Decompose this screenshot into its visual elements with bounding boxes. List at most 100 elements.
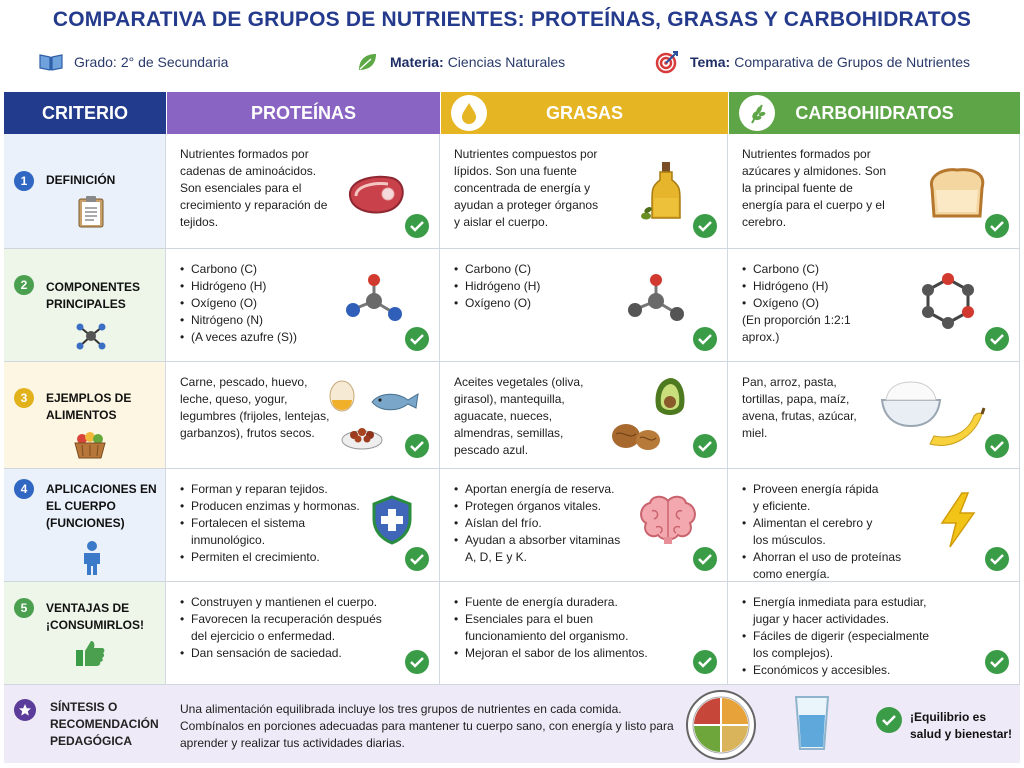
header-criterio-label: CRITERIO (41, 102, 128, 123)
cell-text: Nutrientes formados por azúcares y almid… (742, 147, 887, 229)
sintesis-label: SÍNTESIS O RECOMENDACIÓN PEDAGÓGICA (50, 700, 159, 748)
grado-label: Grado: (74, 54, 117, 70)
row-number: 1 (14, 171, 34, 191)
list-item: Nitrógeno (N) (180, 312, 350, 329)
list-item: Carbono (C) (180, 261, 350, 278)
proteinas-aplicaciones: Forman y reparan tejidos. Producen enzim… (166, 469, 440, 581)
row-definicion: 1 DEFINICIÓN Nutrientes formados por cade… (4, 134, 1020, 249)
grado-value: 2° de Secundaria (120, 54, 229, 70)
check-icon (405, 434, 429, 458)
check-icon (693, 547, 717, 571)
balanced-plate-icon (684, 689, 758, 766)
carbohidratos-ventajas: Energía inmediata para estudiar, jugar y… (728, 582, 1020, 684)
check-icon (693, 214, 717, 238)
componentes-list: Carbono (C) Hidrógeno (H) Oxígeno (O) (454, 261, 624, 312)
list-item: Económicos y accesibles. (742, 662, 942, 679)
brain-icon (636, 493, 700, 550)
wheat-icon (739, 95, 775, 131)
list-item: Protegen órganos vitales. (454, 498, 634, 515)
list-item: Esenciales para el buen funcionamiento d… (454, 611, 639, 645)
proteinas-ejemplos: Carne, pescado, huevo, leche, queso, yog… (166, 362, 440, 468)
cell-text: Pan, arroz, pasta, tortillas, papa, maíz… (742, 375, 857, 440)
row-number: 2 (14, 275, 34, 295)
list-item: Ahorran el uso de proteínas como energía… (742, 549, 902, 583)
ventajas-list: Construyen y mantienen el cuerpo. Favore… (180, 594, 400, 662)
proteinas-ventajas: Construyen y mantienen el cuerpo. Favore… (166, 582, 440, 684)
check-icon (693, 434, 717, 458)
oil-drop-icon (451, 95, 487, 131)
carbohidratos-ejemplos: Pan, arroz, pasta, tortillas, papa, maíz… (728, 362, 1020, 468)
tema-label: Tema: (690, 54, 731, 70)
criterio-label: COMPONENTES PRINCIPALES (46, 280, 141, 311)
food-basket-icon (72, 430, 159, 465)
check-icon (693, 650, 717, 674)
check-icon (405, 547, 429, 571)
criterio-label: APLICACIONES EN EL CUERPO (FUNCIONES) (46, 482, 157, 530)
list-item: Mejoran el sabor de los alimentos. (454, 645, 654, 662)
list-item: Dan sensación de saciedad. (180, 645, 400, 662)
shield-icon (370, 495, 414, 550)
header-grasas-label: GRASAS (545, 102, 623, 123)
cell-text: Nutrientes formados por cadenas de amino… (180, 147, 328, 229)
list-item: Energía inmediata para estudiar, jugar y… (742, 594, 942, 628)
list-item: Permiten el crecimiento. (180, 549, 370, 566)
list-item: Proveen energía rápida y eficiente. (742, 481, 882, 515)
grasas-aplicaciones: Aportan energía de reserva. Protegen órg… (440, 469, 728, 581)
proteinas-definicion: Nutrientes formados por cadenas de amino… (166, 134, 440, 248)
list-item: Forman y reparan tejidos. (180, 481, 370, 498)
carbohidratos-componentes: Carbono (C) Hidrógeno (H) Oxígeno (O) (E… (728, 249, 1020, 361)
grasas-ejemplos: Aceites vegetales (oliva, girasol), mant… (440, 362, 728, 468)
list-item: Alimentan el cerebro y los músculos. (742, 515, 882, 549)
proteinas-componentes: Carbono (C) Hidrógeno (H) Oxígeno (O) Ni… (166, 249, 440, 361)
materia-value: Ciencias Naturales (447, 54, 566, 70)
criterio-label: DEFINICIÓN (46, 173, 116, 187)
list-item: Aíslan del frío. (454, 515, 634, 532)
check-icon (405, 214, 429, 238)
list-item: (A veces azufre (S)) (180, 329, 350, 346)
sintesis-text: Una alimentación equilibrada incluye los… (180, 702, 674, 750)
bread-icon (924, 164, 990, 225)
tema-value: Comparativa de Grupos de Nutrientes (734, 54, 970, 70)
list-item: Carbono (C) (742, 261, 912, 278)
grasas-definicion: Nutrientes compuestos por lípidos. Son u… (440, 134, 728, 248)
criterio-definicion: 1 DEFINICIÓN (4, 134, 166, 248)
comparison-table: CRITERIO PROTEÍNAS GRASAS CARBOHIDRATOS … (4, 92, 1020, 764)
cell-text: Nutrientes compuestos por lípidos. Son u… (454, 147, 599, 229)
star-icon (14, 699, 36, 721)
tema-info: Tema: Comparativa de Grupos de Nutriente… (654, 50, 970, 74)
foods-protein-icon (328, 374, 424, 457)
check-icon (985, 547, 1009, 571)
list-item: Producen enzimas y hormonas. (180, 498, 370, 515)
molecule-icon (74, 321, 159, 356)
amino-molecule-icon (344, 271, 406, 336)
list-item: Hidrógeno (H) (180, 278, 350, 295)
header-proteinas: PROTEÍNAS (166, 92, 440, 134)
list-item: Hidrógeno (H) (454, 278, 624, 295)
list-item: Hidrógeno (H) (742, 278, 912, 295)
glucose-ring-icon (916, 269, 980, 338)
check-icon (876, 707, 902, 733)
balance-badge-text: ¡Equilibrio es salud y bienestar! (910, 710, 1013, 741)
check-icon (985, 434, 1009, 458)
row-number: 5 (14, 598, 34, 618)
list-item: Construyen y mantienen el cuerpo. (180, 594, 400, 611)
page-title: COMPARATIVA DE GRUPOS DE NUTRIENTES: PRO… (52, 8, 972, 31)
list-item: Fortalecen el sistema inmunológico. (180, 515, 320, 549)
person-icon (80, 540, 159, 581)
funciones-list: Aportan energía de reserva. Protegen órg… (454, 481, 634, 566)
clipboard-icon (76, 195, 159, 234)
check-icon (693, 327, 717, 351)
avocado-nuts-icon (610, 374, 690, 457)
carbohidratos-aplicaciones: Proveen energía rápida y eficiente. Alim… (728, 469, 1020, 581)
lightning-icon (938, 491, 978, 554)
componentes-list: Carbono (C) Hidrógeno (H) Oxígeno (O) Ni… (180, 261, 350, 346)
criterio-componentes: 2 COMPONENTES PRINCIPALES (4, 249, 166, 361)
row-componentes: 2 COMPONENTES PRINCIPALES Carbono (C) Hid… (4, 249, 1020, 362)
list-item: Ayudan a absorber vitaminas A, D, E y K. (454, 532, 624, 566)
check-icon (405, 650, 429, 674)
list-item: Oxígeno (O) (454, 295, 624, 312)
